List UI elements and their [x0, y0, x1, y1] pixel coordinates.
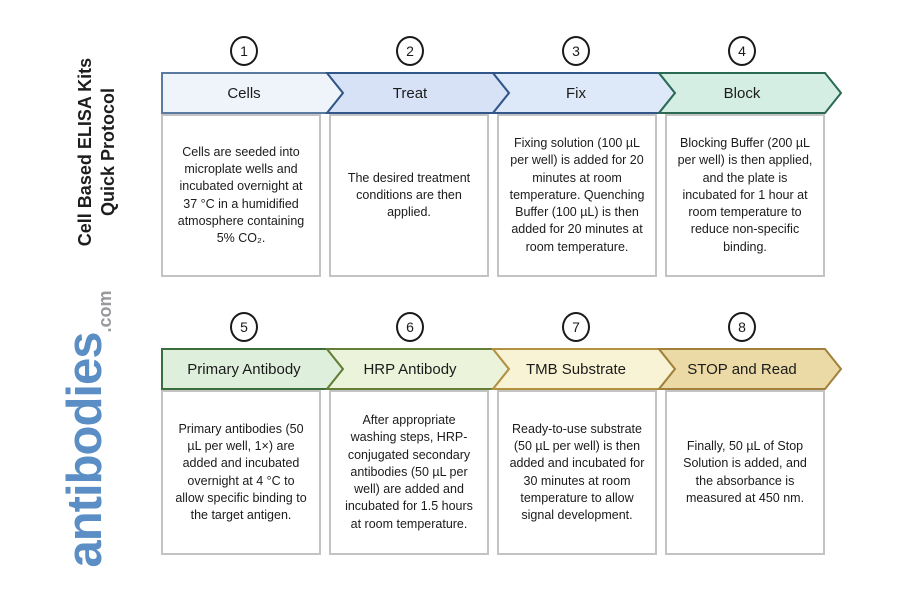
- step-label: Block: [723, 84, 761, 102]
- step-label: Primary Antibody: [187, 360, 301, 378]
- step-description: The desired treatment conditions are the…: [329, 114, 489, 277]
- step-number-badge: 4: [728, 36, 756, 66]
- step-description: Blocking Buffer (200 µL per well) is the…: [665, 114, 825, 277]
- step-description: Primary antibodies (50 µL per well, 1×) …: [161, 390, 321, 555]
- chevron-band: Cells Treat Fix Block: [161, 72, 845, 114]
- chevron-segment: [656, 348, 843, 390]
- step-number-badge: 3: [562, 36, 590, 66]
- step-description: Fixing solution (100 µL per well) is add…: [497, 114, 657, 277]
- protocol-row-1: 1 2 3 4 Cells Treat Fix Block Cells are seeded…: [161, 36, 845, 277]
- step-label: Treat: [392, 84, 428, 102]
- step-description: Finally, 50 µL of Stop Solution is added…: [665, 390, 825, 555]
- step-number-badge: 6: [396, 312, 424, 342]
- diagram-title-line1: Cell Based ELISA Kits: [74, 57, 95, 247]
- diagram-title-line2: Quick Protocol: [98, 87, 118, 217]
- step-number-badges: 5 6 7 8: [161, 312, 845, 342]
- step-number-badge: 7: [562, 312, 590, 342]
- step-description: Ready-to-use substrate (50 µL per well) …: [497, 390, 657, 555]
- step-label: TMB Substrate: [525, 360, 627, 378]
- brand-logo-wordmark: antibodies: [58, 332, 112, 568]
- step-number-badge: 8: [728, 312, 756, 342]
- chevron-segment: [656, 72, 843, 114]
- chevron-band-svg: [161, 348, 843, 390]
- description-boxes: Cells are seeded into microplate wells a…: [161, 114, 825, 277]
- step-label: Fix: [566, 84, 586, 102]
- step-label: STOP and Read: [687, 360, 797, 378]
- diagram-title: Cell Based ELISA Kits Quick Protocol: [73, 41, 121, 263]
- step-number-badges: 1 2 3 4: [161, 36, 845, 66]
- step-number-badge: 1: [230, 36, 258, 66]
- step-number-badge: 5: [230, 312, 258, 342]
- step-number-badge: 2: [396, 36, 424, 66]
- step-label: HRP Antibody: [363, 360, 457, 378]
- protocol-row-2: 5 6 7 8 Primary Antibody HRP Antibody TMB Sub…: [161, 312, 845, 555]
- brand-logo-tld: .com: [95, 290, 115, 333]
- chevron-band: Primary Antibody HRP Antibody TMB Substrat…: [161, 348, 845, 390]
- step-description: Cells are seeded into microplate wells a…: [161, 114, 321, 277]
- description-boxes: Primary antibodies (50 µL per well, 1×) …: [161, 390, 825, 555]
- step-label: Cells: [227, 84, 261, 102]
- step-description: After appropriate washing steps, HRP-con…: [329, 390, 489, 555]
- chevron-band-svg: [161, 72, 843, 114]
- brand-logo: antibodies .com: [57, 286, 131, 572]
